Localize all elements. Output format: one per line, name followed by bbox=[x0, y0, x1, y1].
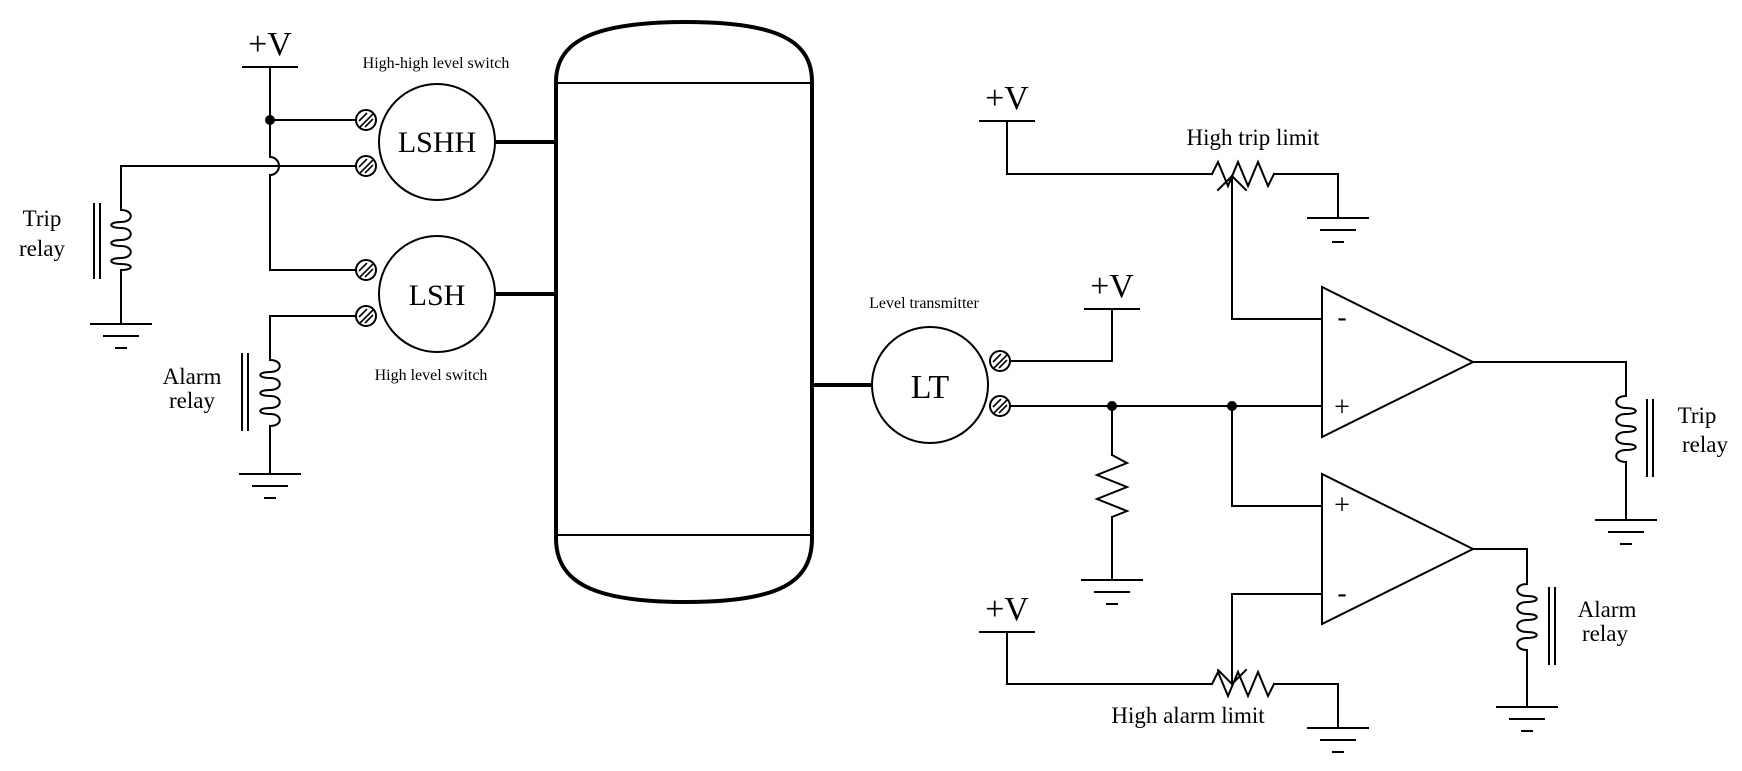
lshh-tag: LSHH bbox=[398, 126, 476, 159]
lshh-caption: High-high level switch bbox=[363, 55, 510, 72]
high-alarm-limit-label: High alarm limit bbox=[1111, 703, 1265, 728]
ground-icon bbox=[1595, 519, 1657, 545]
terminal-icon bbox=[989, 350, 1011, 372]
vessel bbox=[554, 19, 814, 605]
ground-icon bbox=[1496, 706, 1558, 732]
alarm-relay-right: Alarm relay bbox=[1516, 582, 1637, 665]
supply-label-4: +V bbox=[985, 591, 1029, 628]
lsh-switch: LSH High level switch bbox=[355, 235, 556, 384]
opamp-top-inverting: - bbox=[1337, 302, 1346, 333]
lsh-caption: High level switch bbox=[375, 367, 488, 384]
supply-lt: +V bbox=[1084, 268, 1140, 310]
supply-left: +V bbox=[242, 26, 298, 68]
level-transmitter: LT Level transmitter bbox=[812, 295, 1011, 444]
supply-label-3: +V bbox=[985, 80, 1029, 117]
terminal-icon bbox=[355, 155, 377, 177]
ground-icon bbox=[239, 473, 301, 499]
lsh-tag: LSH bbox=[409, 279, 466, 312]
trip-relay-right-line1: Trip bbox=[1678, 403, 1717, 428]
high-alarm-limit-potentiometer: High alarm limit bbox=[1111, 593, 1339, 729]
lshh-switch: LSHH High-high level switch bbox=[355, 55, 556, 201]
alarm-relay-right-line1: Alarm bbox=[1578, 597, 1637, 622]
ground-icon bbox=[1307, 727, 1369, 753]
trip-relay-right: Trip relay bbox=[1615, 394, 1728, 477]
supply-label-1: +V bbox=[248, 26, 292, 63]
terminal-icon bbox=[355, 259, 377, 281]
high-trip-limit-label: High trip limit bbox=[1187, 125, 1321, 150]
high-trip-limit-potentiometer: High trip limit bbox=[1187, 125, 1339, 320]
alarm-relay-left-line2: relay bbox=[169, 388, 215, 413]
load-resistor bbox=[1094, 405, 1130, 581]
ground-icon bbox=[90, 323, 152, 349]
trip-relay-right-line2: relay bbox=[1682, 432, 1728, 457]
opamp-bottom-noninverting: + bbox=[1334, 490, 1350, 521]
alarm-relay-left: Alarm relay bbox=[163, 353, 281, 431]
trip-relay-left-line2: relay bbox=[19, 236, 65, 261]
lt-caption: Level transmitter bbox=[869, 295, 979, 312]
alarm-relay-right-line2: relay bbox=[1582, 621, 1628, 646]
alarm-relay-left-line1: Alarm bbox=[163, 364, 222, 389]
supply-trip: +V bbox=[979, 80, 1035, 122]
opamp-top-noninverting: + bbox=[1334, 392, 1350, 423]
opamp-trip: - + bbox=[1321, 285, 1476, 439]
terminal-icon bbox=[355, 305, 377, 327]
trip-relay-left: Trip relay bbox=[19, 203, 132, 279]
terminal-icon bbox=[355, 109, 377, 131]
lt-tag: LT bbox=[911, 369, 950, 406]
terminal-icon bbox=[989, 395, 1011, 417]
supply-label-2: +V bbox=[1090, 268, 1134, 305]
opamp-alarm: + - bbox=[1321, 472, 1476, 626]
supply-alarm: +V bbox=[979, 591, 1035, 633]
ground-icon bbox=[1307, 217, 1369, 243]
trip-relay-left-line1: Trip bbox=[23, 206, 62, 231]
opamp-bottom-inverting: - bbox=[1337, 578, 1346, 609]
ground-icon bbox=[1081, 579, 1143, 605]
